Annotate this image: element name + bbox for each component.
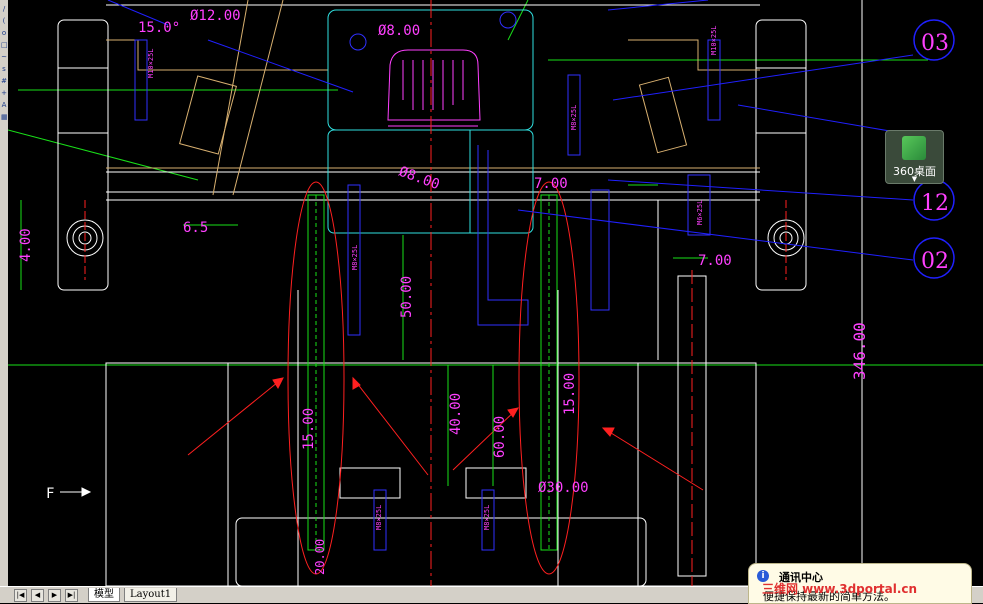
view-arrow	[60, 487, 92, 497]
desktop-widget-label: 360桌面	[893, 165, 936, 178]
notification-title: 通讯中心	[779, 571, 823, 584]
ejector-pins	[307, 194, 558, 551]
dim-dia30: Ø30.00	[538, 480, 589, 496]
tan-parts	[106, 0, 760, 196]
dim-dia12: Ø12.00	[190, 8, 241, 24]
dim-4: 4.00	[18, 228, 34, 262]
info-icon: i	[757, 570, 769, 582]
insert-icon[interactable]: +	[1, 89, 7, 97]
prev-tab-button[interactable]: ◀	[31, 589, 44, 602]
last-tab-button[interactable]: ▶|	[65, 589, 78, 602]
first-tab-button[interactable]: |◀	[14, 589, 27, 602]
dim-7-right: 7.00	[698, 253, 732, 269]
arc-icon[interactable]: (	[2, 17, 6, 25]
spline-icon[interactable]: s	[2, 65, 6, 73]
desktop-cube-icon	[902, 136, 926, 160]
site-watermark: 三维网 www.3dportal.cn	[762, 582, 918, 596]
tab-model[interactable]: 模型	[88, 588, 120, 602]
leader-lines	[107, 0, 914, 261]
notification-message: 便捷保持最新的简单方法。	[763, 590, 895, 603]
highlight-arrows	[187, 376, 704, 491]
dim-40: 40.00	[448, 393, 464, 435]
desktop-widget[interactable]: 360桌面 ▼	[885, 130, 944, 184]
product-shape	[387, 49, 481, 127]
rect-icon[interactable]: □	[1, 41, 8, 49]
tab-layout1[interactable]: Layout1	[124, 588, 178, 602]
layout-tab-bar: |◀ ◀ ▶ ▶| 模型 Layout1	[0, 586, 983, 603]
table-icon[interactable]: ▦	[1, 113, 8, 121]
screw-label: M8×25L	[351, 245, 359, 270]
bolt-circles	[66, 219, 805, 257]
balloon-03: 03	[921, 31, 949, 56]
dim-7-top: 7.00	[534, 176, 568, 192]
dim-6-5: 6.5	[183, 220, 208, 236]
polyline-icon[interactable]: ~	[1, 53, 7, 61]
screw-label: M8×25L	[570, 105, 578, 130]
text-icon[interactable]: A	[1, 101, 7, 109]
balloon-12: 12	[921, 191, 949, 216]
dim-angle15: 15.0°	[138, 20, 180, 36]
screw-label: M8×25L	[483, 505, 491, 530]
communication-center-balloon[interactable]: i 通讯中心 便捷保持最新的简单方法。	[748, 563, 972, 604]
chevron-down-icon[interactable]: ▼	[911, 175, 918, 183]
dim-20: 20.00	[313, 539, 327, 575]
highlight-ellipses	[287, 181, 580, 575]
hatch-icon[interactable]: #	[1, 77, 7, 85]
dim-15-left: 15.00	[301, 408, 317, 450]
line-icon[interactable]: /	[2, 5, 6, 13]
screw-label: M6×25L	[696, 200, 704, 225]
screw-label: M10×25L	[147, 48, 155, 78]
dim-346: 346.00	[850, 322, 869, 380]
circle-icon[interactable]: o	[1, 29, 7, 37]
dim-15-right: 15.00	[562, 373, 578, 415]
blue-bolts	[134, 11, 721, 551]
dim-60: 60.00	[492, 416, 508, 458]
view-label: F	[46, 486, 54, 502]
screw-label: M10×25L	[710, 25, 718, 55]
next-tab-button[interactable]: ▶	[48, 589, 61, 602]
mold-outline	[57, 0, 863, 586]
balloon-02: 02	[921, 249, 949, 274]
dim-50: 50.00	[399, 276, 415, 318]
dimension-lines	[20, 184, 708, 486]
center-lines	[84, 0, 787, 586]
screw-label: M8×25L	[375, 505, 383, 530]
dim-dia8-top: Ø8.00	[378, 23, 420, 39]
drawing-canvas[interactable]: 03 12 02 Ø12.00 15.0° Ø8.00 Ø8.00 7.00 7…	[8, 0, 983, 586]
